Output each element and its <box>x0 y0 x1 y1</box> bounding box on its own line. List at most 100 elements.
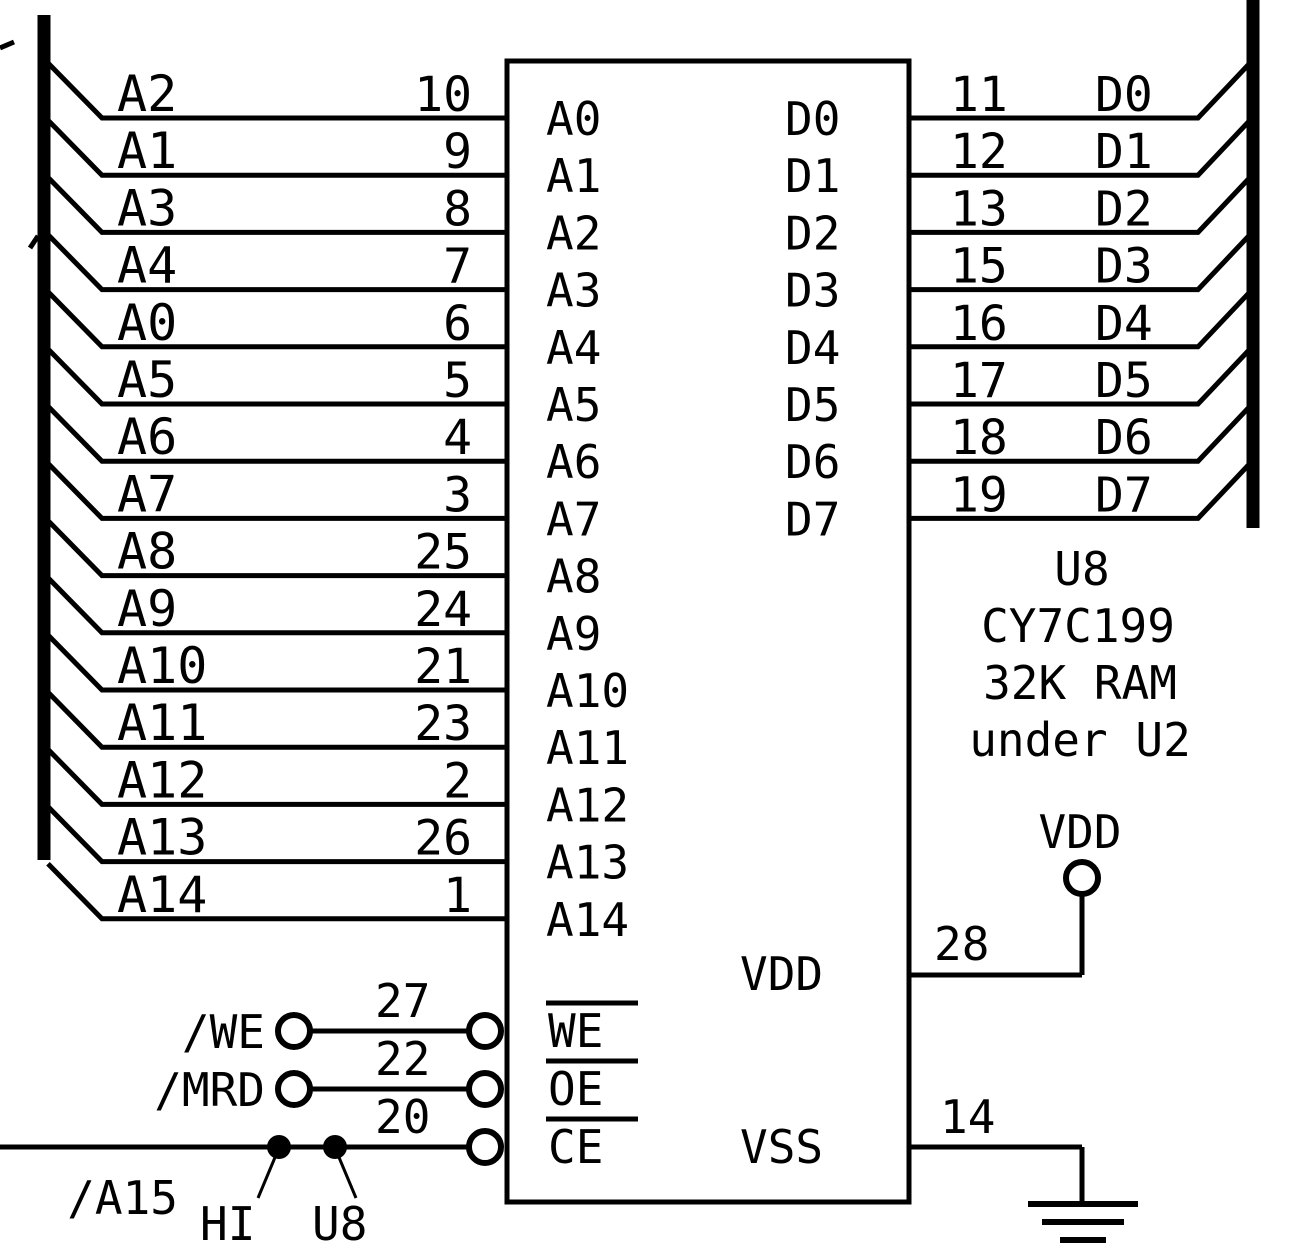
data-pin-number: 12 <box>950 124 1008 180</box>
address-pin-number: 23 <box>414 696 472 752</box>
address-function-label: A3 <box>546 264 601 318</box>
address-pin-number: 6 <box>443 296 472 352</box>
address-net-label: A13 <box>117 809 207 867</box>
data-pin-number: 18 <box>950 410 1008 466</box>
address-wire <box>46 461 507 521</box>
address-net-label: A0 <box>117 294 177 352</box>
address-function-label: A0 <box>546 92 601 146</box>
vdd-function-label: VDD <box>740 947 823 1001</box>
address-function-label: A10 <box>546 664 629 718</box>
we-function-label: WE <box>548 1004 603 1058</box>
address-function-label: A2 <box>546 206 601 260</box>
address-function-label: A1 <box>546 149 601 203</box>
data-pin-number: 19 <box>950 467 1008 523</box>
address-wire <box>46 347 507 407</box>
address-pin-number: 21 <box>414 639 472 695</box>
mrd-net-label: /MRD <box>154 1063 265 1117</box>
oe-pin-terminal <box>466 1070 504 1108</box>
data-wire <box>909 461 1252 521</box>
address-function-label: A14 <box>546 893 629 947</box>
address-net-label: A7 <box>117 465 177 523</box>
mrd-net-terminal <box>275 1070 313 1108</box>
address-net-label: A9 <box>117 580 177 638</box>
address-net-label: A1 <box>117 122 177 180</box>
address-pin-number: 9 <box>443 124 472 180</box>
address-pin-row: A10 21 A10 <box>46 633 629 718</box>
vdd-terminal <box>1063 859 1101 897</box>
address-function-label: A8 <box>546 550 601 604</box>
address-wire <box>46 747 507 807</box>
address-pin-number: 10 <box>414 67 472 123</box>
we-pin-terminal <box>466 1012 504 1050</box>
data-pin-row: D1 12 D1 <box>785 118 1252 203</box>
vdd-net-label: VDD <box>1038 805 1121 859</box>
bus-edge-mark <box>0 39 15 51</box>
address-pin-number: 25 <box>414 525 472 581</box>
data-wire <box>909 61 1252 121</box>
data-net-label: D3 <box>1095 239 1153 295</box>
data-net-label: D1 <box>1095 124 1153 180</box>
address-net-label: A10 <box>117 637 207 695</box>
address-function-label: A5 <box>546 378 601 432</box>
data-function-label: D1 <box>785 149 840 203</box>
jumper-u8-leader <box>336 1154 358 1199</box>
address-pin-row: A4 7 A3 <box>46 232 601 318</box>
address-net-label: A4 <box>117 237 177 295</box>
data-wire <box>909 175 1252 235</box>
data-function-label: D4 <box>785 321 840 375</box>
component-note: under U2 <box>969 713 1191 767</box>
address-net-label: A11 <box>117 694 207 752</box>
data-function-label: D6 <box>785 435 840 489</box>
address-net-label: A2 <box>117 65 177 123</box>
address-net-label: A14 <box>117 866 207 924</box>
ground-icon <box>1028 1201 1138 1243</box>
address-pin-number: 7 <box>443 239 472 295</box>
address-function-label: A13 <box>546 836 629 890</box>
data-net-label: D0 <box>1095 67 1153 123</box>
address-wire <box>46 232 507 293</box>
data-wire <box>909 347 1252 407</box>
oe-function-label: OE <box>548 1062 603 1116</box>
address-pin-row: A1 9 A1 <box>46 118 601 203</box>
jumper-hi-leader <box>256 1154 278 1199</box>
address-function-label: A6 <box>546 435 601 489</box>
ce-function-label: CE <box>548 1120 603 1174</box>
vss-function-label: VSS <box>740 1120 823 1174</box>
address-wire <box>46 862 507 922</box>
address-function-label: A11 <box>546 721 629 775</box>
jumper-hi-dot <box>267 1135 291 1159</box>
data-net-label: D5 <box>1095 353 1153 409</box>
address-wire <box>46 290 507 350</box>
address-wire <box>46 690 507 750</box>
data-pin-number: 13 <box>950 181 1008 237</box>
address-net-label: A3 <box>117 179 177 237</box>
a15-net-label: /A15 <box>67 1171 178 1225</box>
data-function-label: D0 <box>785 92 840 146</box>
oe-pin-number: 22 <box>375 1032 430 1086</box>
address-wire <box>46 518 507 579</box>
jumper-u8-label: U8 <box>312 1197 367 1251</box>
we-net-terminal <box>275 1012 313 1050</box>
address-wire <box>46 118 507 178</box>
address-wire <box>46 404 507 464</box>
address-net-label: A8 <box>117 523 177 581</box>
ce-pin-terminal <box>466 1128 504 1166</box>
address-wire <box>46 633 507 693</box>
data-wire <box>909 232 1252 293</box>
ce-pin-number: 20 <box>375 1090 430 1144</box>
address-function-label: A12 <box>546 778 629 832</box>
jumper-hi-label: HI <box>200 1197 255 1251</box>
data-net-label: D6 <box>1095 410 1153 466</box>
address-wire <box>46 61 507 121</box>
data-wire <box>909 290 1252 350</box>
address-pin-number: 5 <box>443 353 472 409</box>
